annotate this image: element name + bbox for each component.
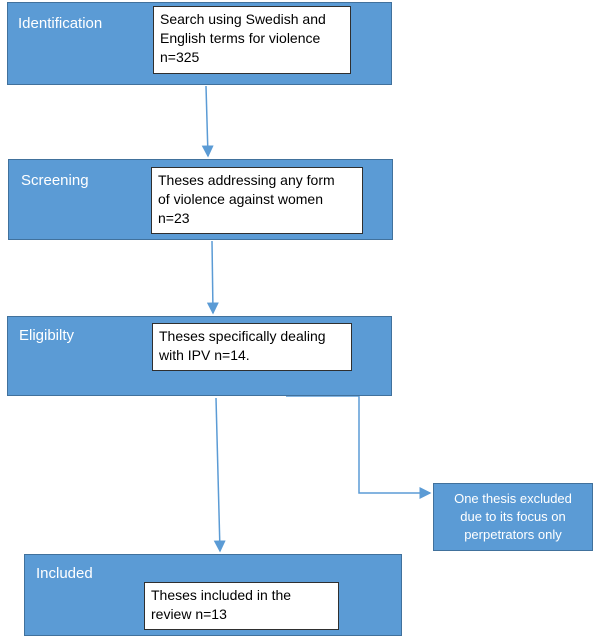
excluded-line: perpetrators only <box>464 527 562 542</box>
stage-included: Included Theses included in the review n… <box>24 554 402 636</box>
excluded-line: One thesis excluded <box>454 491 572 506</box>
note-eligibility: Theses specifically dealing with IPV n=1… <box>152 323 352 371</box>
stage-identification: Identification Search using Swedish and … <box>7 2 392 85</box>
arrow-eligibility-to-included <box>213 397 226 553</box>
note-line: Theses addressing any form <box>158 172 335 188</box>
note-included: Theses included in the review n=13 <box>144 582 339 630</box>
excluded-text: One thesis excluded due to its focus on … <box>454 490 572 544</box>
note-line: Theses included in the <box>151 587 292 603</box>
note-screening: Theses addressing any form of violence a… <box>151 167 363 234</box>
note-line: Theses specifically dealing <box>159 328 326 344</box>
note-line: with IPV n=14. <box>159 347 250 363</box>
note-line: n=325 <box>160 49 200 65</box>
note-line: n=23 <box>158 210 190 226</box>
note-line: of violence against women <box>158 191 323 207</box>
note-line: review n=13 <box>151 606 227 622</box>
excluded-line: due to its focus on <box>460 509 566 524</box>
stage-title-included: Included <box>36 565 93 582</box>
stage-title-eligibility: Eligibilty <box>19 327 75 344</box>
stage-title-screening: Screening <box>21 172 89 189</box>
arrow-identification-to-screening <box>201 85 214 158</box>
stage-title-identification: Identification <box>18 15 103 32</box>
note-line: Search using Swedish and <box>160 11 326 27</box>
note-identification: Search using Swedish and English terms f… <box>153 6 351 74</box>
note-line: English terms for violence <box>160 30 321 46</box>
arrow-eligibility-to-excluded <box>286 395 432 499</box>
excluded-box: One thesis excluded due to its focus on … <box>433 483 593 551</box>
arrow-screening-to-eligibility <box>206 240 219 315</box>
stage-eligibility: Eligibilty Theses specifically dealing w… <box>7 316 392 396</box>
stage-screening: Screening Theses addressing any form of … <box>8 159 393 240</box>
